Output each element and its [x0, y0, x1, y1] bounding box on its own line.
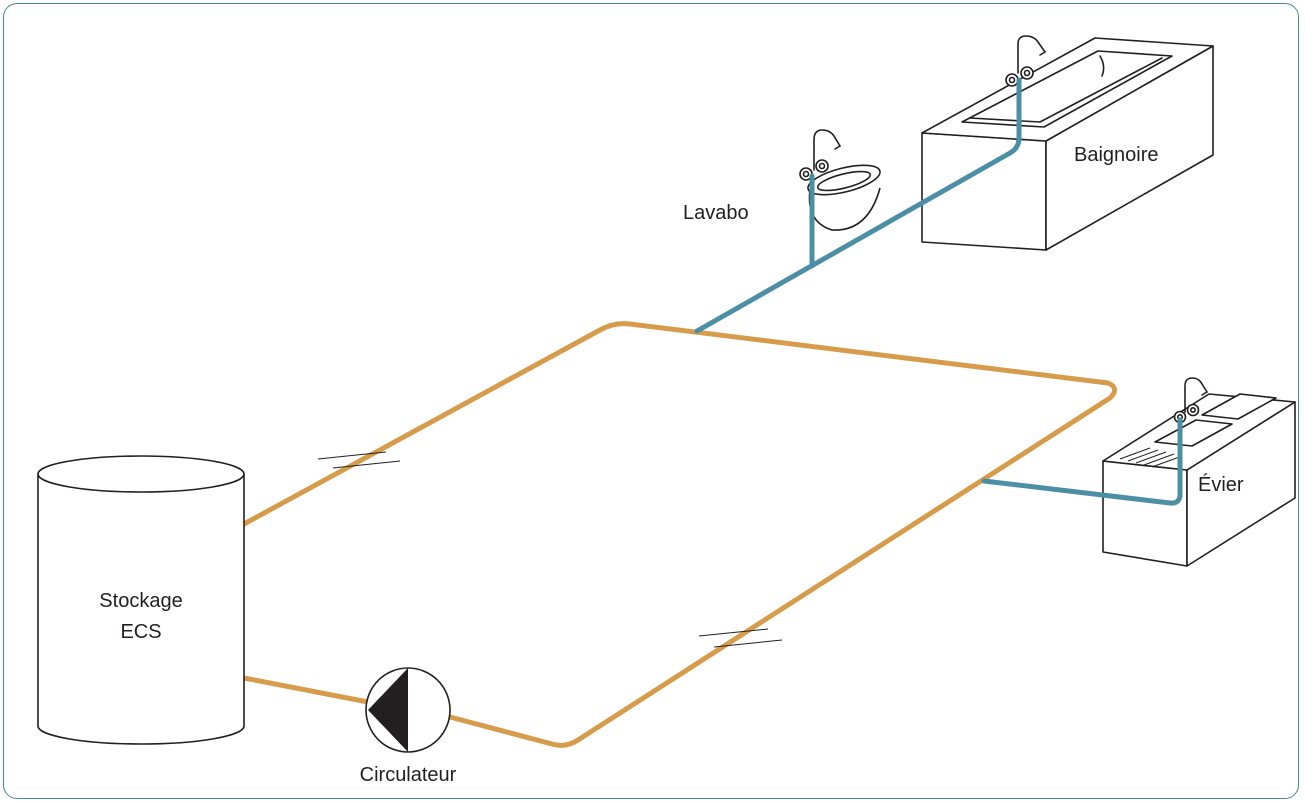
pipe-break-icon — [698, 628, 783, 648]
diagram-frame — [3, 3, 1299, 799]
supply-pipe-sink — [981, 417, 1183, 506]
faucet-icon — [799, 129, 841, 181]
return-pipe-to-pump — [241, 675, 371, 705]
washbasin-icon — [807, 164, 881, 231]
sink-label: Évier — [1198, 473, 1244, 496]
circulation-loop-pipe — [241, 321, 1117, 748]
storage-label-line2: ECS — [120, 621, 161, 643]
bathtub-icon — [921, 37, 1214, 251]
supply-pipe-bathtub — [694, 77, 1022, 334]
bathtub-label: Baignoire — [1074, 144, 1159, 166]
pipe-break-icon — [317, 451, 401, 469]
pump-label: Circulateur — [360, 764, 457, 786]
storage-label-line1: Stockage — [99, 590, 182, 612]
circulator-pump-icon — [365, 667, 451, 753]
washbasin-label: Lavabo — [683, 202, 749, 224]
storage-tank — [37, 455, 245, 745]
kitchen-sink-icon — [1102, 393, 1296, 567]
